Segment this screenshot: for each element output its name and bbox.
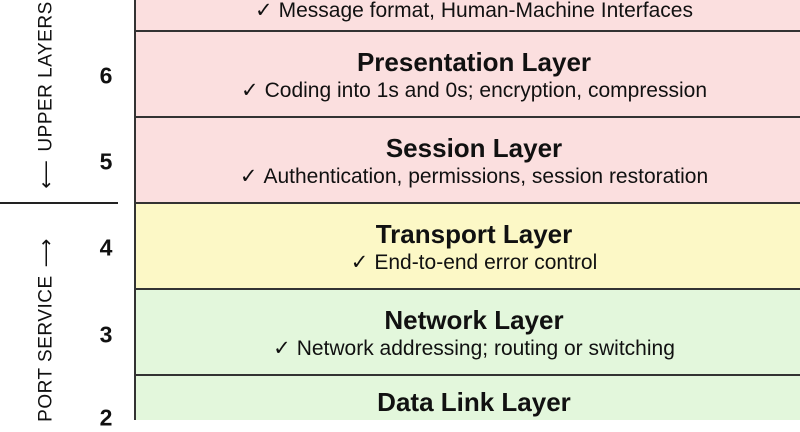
check-icon: ✓ <box>255 0 273 22</box>
layer-number-2: 2 <box>99 404 113 431</box>
check-icon: ✓ <box>239 165 258 188</box>
check-icon: ✓ <box>240 79 259 102</box>
layer-title: Data Link Layer <box>377 387 571 417</box>
check-icon: ✓ <box>273 337 291 360</box>
layer-transport: Transport Layer ✓End-to-end error contro… <box>134 202 800 292</box>
layer-description: Network addressing; routing or switching <box>296 337 675 360</box>
layer-description: End-to-end error control <box>374 251 598 274</box>
transport-service-text: PORT SERVICE <box>35 275 56 422</box>
layer-number-6: 6 <box>99 62 113 89</box>
layer-title: Transport Layer <box>375 219 573 249</box>
layer-description: Coding into 1s and 0s; encryption, compr… <box>264 79 708 102</box>
upper-layers-label: ⟵ UPPER LAYERS <box>34 1 59 188</box>
layer-application: ✓Message format, Human-Machine Interface… <box>134 0 800 32</box>
layer-number-4: 4 <box>99 234 113 261</box>
arrow-down-icon: ⟵ <box>35 159 58 189</box>
transport-service-label: PORT SERVICE ⟶ <box>34 238 59 422</box>
layer-number-5: 5 <box>99 148 113 175</box>
check-icon: ✓ <box>350 251 369 274</box>
layer-presentation: Presentation Layer ✓Coding into 1s and 0… <box>134 30 800 120</box>
section-divider <box>0 202 118 204</box>
upper-layers-text: UPPER LAYERS <box>35 1 56 152</box>
layer-number-3: 3 <box>99 321 113 348</box>
layer-title: Presentation Layer <box>356 47 592 77</box>
layer-title: Session Layer <box>385 133 563 163</box>
layer-data-link: Data Link Layer <box>134 374 800 420</box>
arrow-up-icon: ⟶ <box>35 238 58 268</box>
layer-network: Network Layer ✓Network addressing; routi… <box>134 288 800 378</box>
layer-description: Message format, Human-Machine Interfaces <box>278 0 693 22</box>
layer-description: Authentication, permissions, session res… <box>263 165 709 188</box>
layer-session: Session Layer ✓Authentication, permissio… <box>134 116 800 206</box>
layer-title: Network Layer <box>384 305 564 335</box>
